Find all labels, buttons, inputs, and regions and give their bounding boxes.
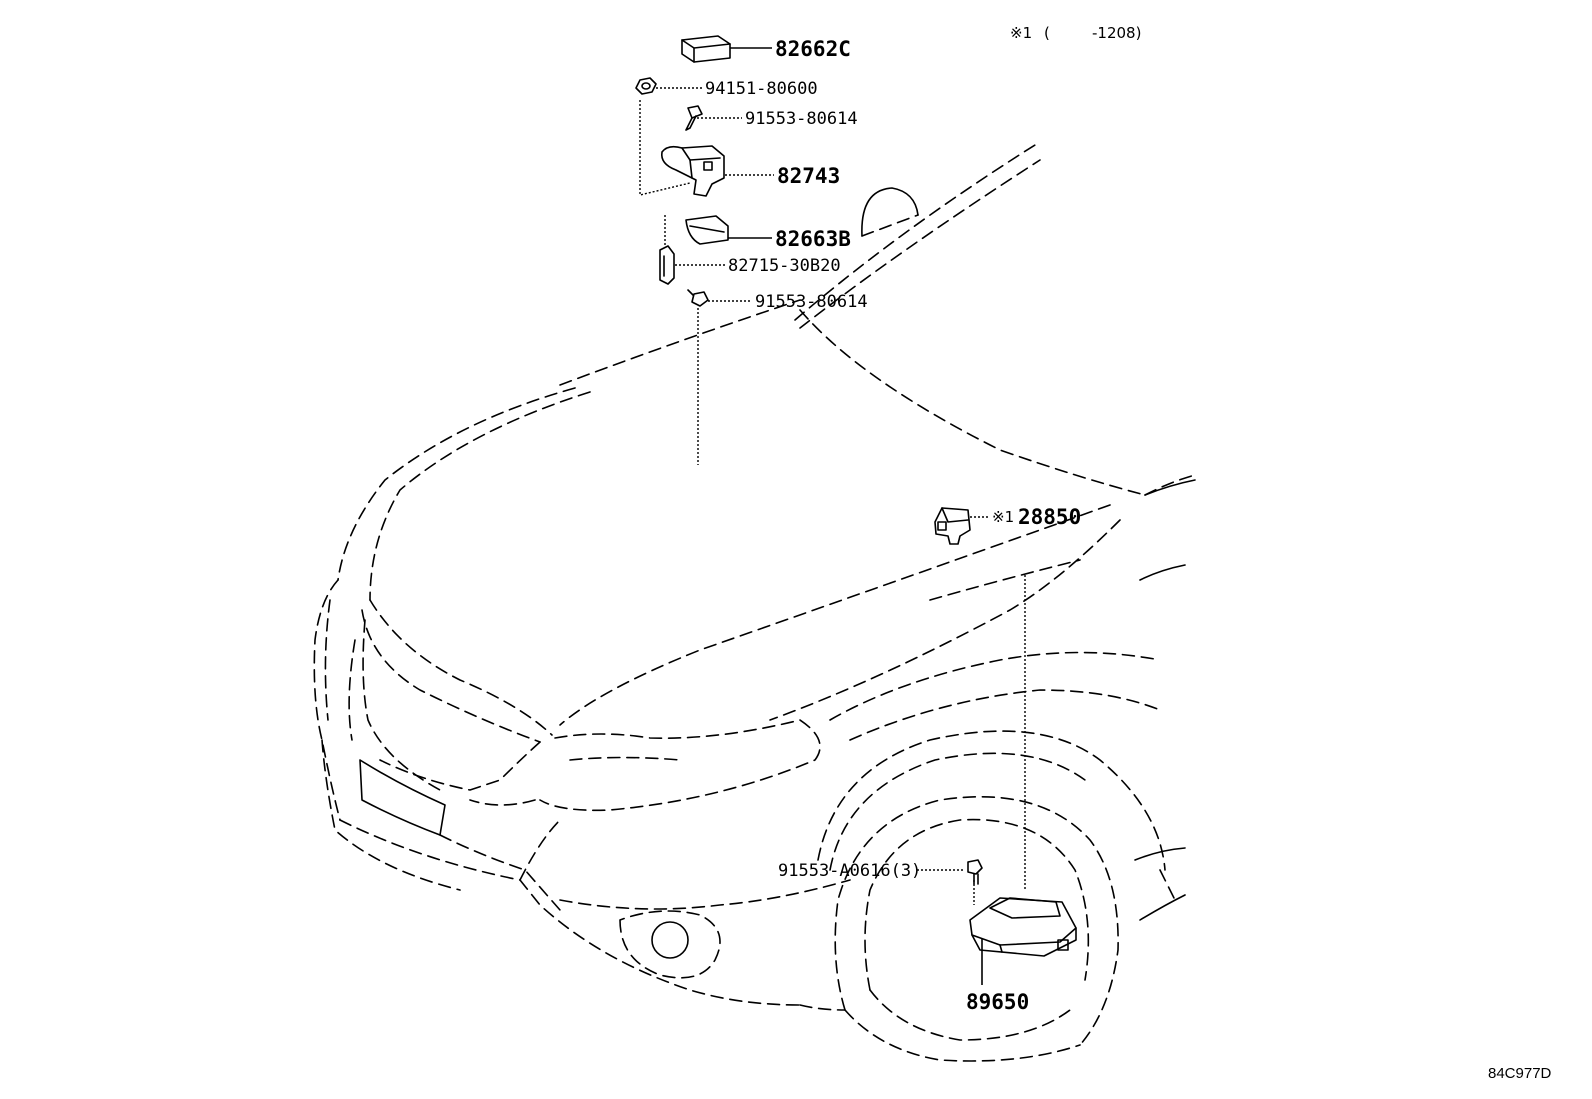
- part-note-marker: ※1: [992, 508, 1014, 526]
- note-marker: ※1: [1010, 24, 1032, 42]
- bolt-icon: [967, 859, 983, 885]
- part-number-label[interactable]: 82715-30B20: [728, 256, 841, 276]
- assembly-lines: [639, 47, 1026, 985]
- bolt-icon: [685, 105, 703, 131]
- note-header: ※1 ( -1208): [1010, 24, 1141, 42]
- part-number-label[interactable]: 82663B: [775, 227, 851, 251]
- part-number-label[interactable]: 82662C: [775, 37, 851, 61]
- vehicle-outline: [313, 144, 1196, 1062]
- nut-icon: [635, 77, 657, 95]
- diagram-code: 84C977D: [1488, 1065, 1552, 1082]
- control-unit-icon: [969, 897, 1077, 957]
- bracket-icon: [660, 145, 725, 197]
- part-number-label[interactable]: 91553-80614: [755, 292, 868, 312]
- part-number-label[interactable]: 91553-A0616(3): [778, 861, 921, 881]
- part-number-label[interactable]: 91553-80614: [745, 109, 858, 129]
- part-number-label[interactable]: 89650: [966, 990, 1029, 1014]
- clamp-icon: [659, 245, 675, 285]
- cover-icon: [685, 215, 729, 245]
- bolt-icon: [687, 289, 709, 307]
- sensor-icon: [934, 507, 971, 545]
- note-range: -1208): [1092, 24, 1141, 42]
- part-number-label[interactable]: 94151-80600: [705, 79, 818, 99]
- part-number-label[interactable]: 82743: [777, 164, 840, 188]
- sensor-cover-icon: [681, 35, 731, 63]
- part-number-label[interactable]: 28850: [1018, 505, 1081, 529]
- note-paren: (: [1044, 24, 1050, 42]
